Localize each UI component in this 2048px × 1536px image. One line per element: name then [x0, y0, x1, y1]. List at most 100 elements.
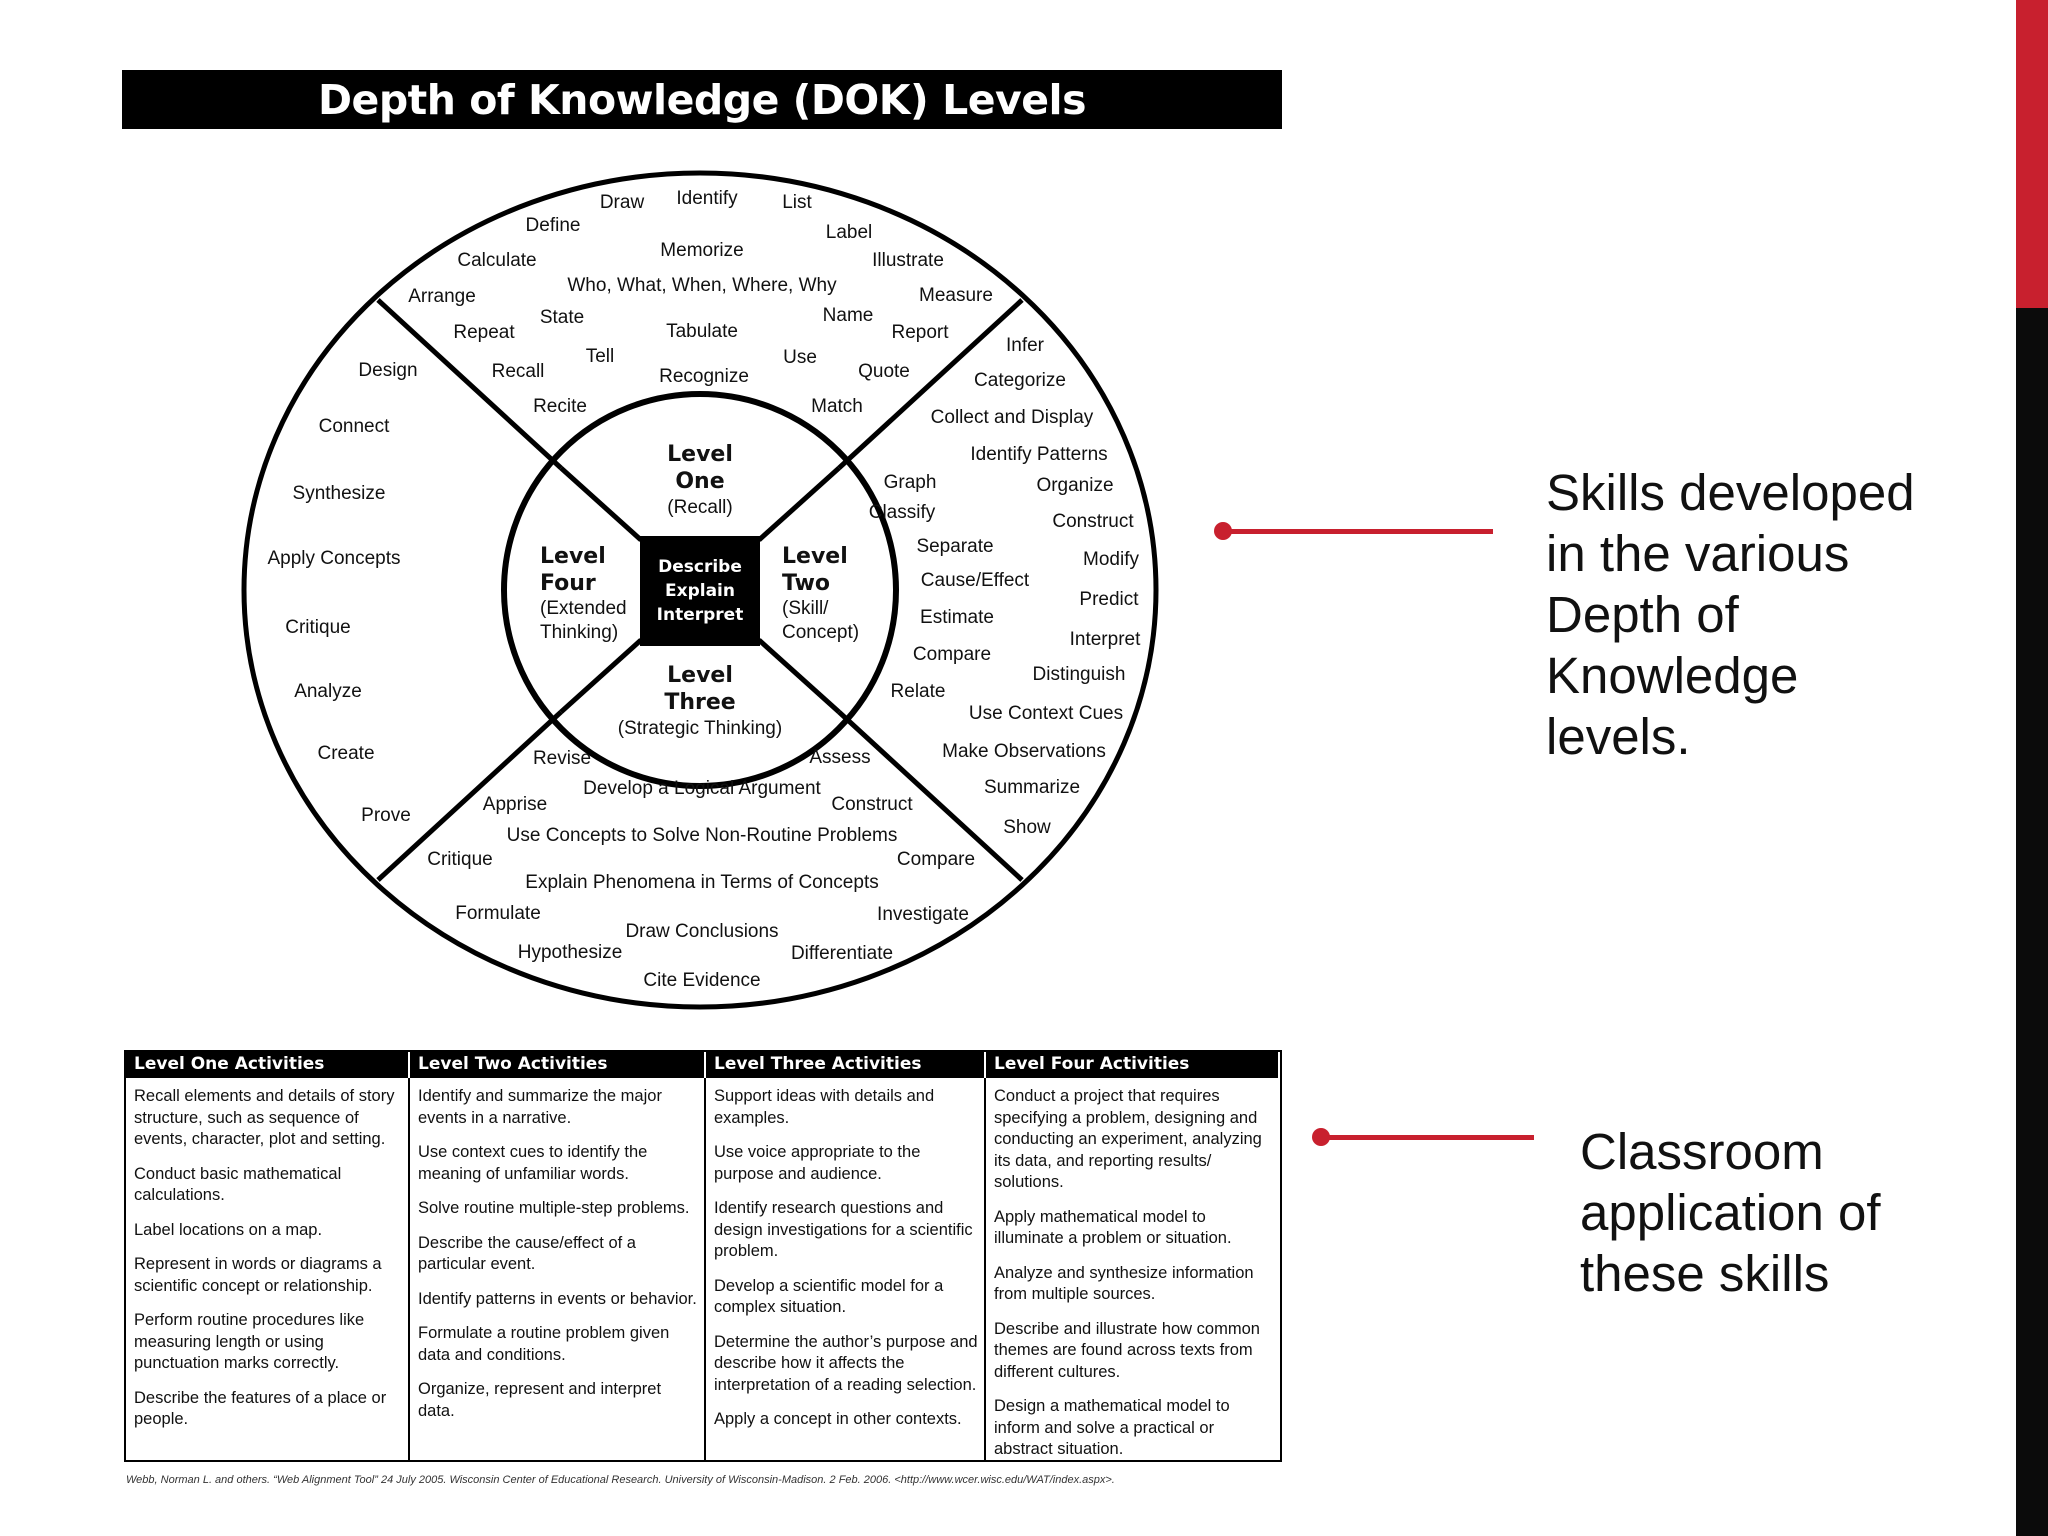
- skill-word: Connect: [319, 416, 390, 437]
- skill-word: Interpret: [1070, 629, 1141, 650]
- inner-divider-br: [757, 638, 841, 714]
- skill-word: Critique: [427, 849, 492, 870]
- skill-word: Develop a Logical Argument: [583, 778, 821, 799]
- skill-word: Distinguish: [1033, 664, 1126, 685]
- level-four-sub: (Extended: [540, 598, 627, 619]
- skill-word: Draw Conclusions: [625, 921, 778, 942]
- table-header: Level Four Activities: [986, 1052, 1280, 1078]
- skill-word: Quote: [858, 361, 910, 382]
- divider-bottom-left: [376, 710, 563, 882]
- skill-word: Arrange: [408, 286, 476, 307]
- skill-word: Recall: [492, 361, 545, 382]
- level-two-sub: (Skill/: [782, 598, 829, 619]
- skill-word: Assess: [809, 747, 870, 768]
- annotation-line: Depth of: [1546, 586, 1739, 643]
- skill-word: Memorize: [660, 240, 743, 261]
- skill-word: Compare: [913, 644, 991, 665]
- activities-table: Level One Activities Level Two Activitie…: [124, 1050, 1282, 1462]
- pointer-line: [1321, 1135, 1534, 1140]
- activity-item: Formulate a routine problem given data a…: [418, 1324, 670, 1364]
- center-word: Describe: [658, 557, 742, 577]
- level-four-heading: Level: [540, 544, 606, 569]
- activity-item: Apply mathematical model to illuminate a…: [994, 1207, 1232, 1248]
- activity-item: Organize, represent and interpret data.: [418, 1380, 662, 1420]
- skill-word: Cause/Effect: [921, 570, 1030, 591]
- activity-item: Use context cues to identify the meaning…: [418, 1143, 648, 1183]
- level-two-activities: Identify and summarize the major events …: [410, 1078, 706, 1460]
- classroom-annotation: Classroom application of these skills: [1580, 1121, 1881, 1304]
- skill-word: Repeat: [453, 322, 515, 343]
- activity-item: Identify and summarize the major events …: [418, 1087, 662, 1127]
- skill-word: Create: [317, 743, 374, 764]
- dok-wheel: Describe Explain Interpret Level One (Re…: [241, 170, 1159, 1010]
- slide-accent-bar: [2016, 0, 2048, 1536]
- skill-word: Construct: [1052, 511, 1134, 532]
- level-three-heading: Three: [664, 690, 735, 715]
- skill-word: Calculate: [457, 250, 536, 271]
- skill-word: Design: [358, 360, 417, 381]
- skill-word: Synthesize: [293, 483, 386, 504]
- skill-word: Estimate: [920, 607, 994, 628]
- skill-word: Define: [526, 215, 581, 236]
- annotation-line: Classroom: [1580, 1123, 1824, 1180]
- skill-word: Illustrate: [872, 250, 944, 271]
- skill-word: Classify: [869, 502, 936, 523]
- skill-word: Tell: [586, 346, 615, 367]
- activity-item: Identify patterns in events or behavior.: [418, 1289, 697, 1308]
- inner-divider-tr: [757, 466, 841, 542]
- skill-word: Collect and Display: [931, 407, 1094, 428]
- activity-item: Determine the author’s purpose and descr…: [714, 1332, 978, 1394]
- annotation-line: application of: [1580, 1184, 1881, 1241]
- skill-word: Predict: [1079, 589, 1139, 610]
- skill-word: Tabulate: [666, 321, 738, 342]
- activity-item: Perform routine procedures like measurin…: [134, 1311, 365, 1372]
- skill-word: Relate: [891, 681, 946, 702]
- skill-word: Compare: [897, 849, 975, 870]
- level-one-activities: Recall elements and details of story str…: [126, 1078, 410, 1460]
- activity-item: Describe the cause/effect of a particula…: [418, 1233, 636, 1274]
- skill-word: Formulate: [455, 903, 541, 924]
- skill-word: Critique: [285, 617, 350, 638]
- activity-item: Describe the features of a place or peop…: [134, 1388, 387, 1429]
- skill-word: Prove: [361, 805, 411, 826]
- skill-word: Infer: [1006, 335, 1045, 356]
- skill-word: Measure: [919, 285, 993, 306]
- level-one-sub: (Recall): [667, 497, 732, 518]
- skill-word: Apprise: [483, 794, 547, 815]
- skill-word: Separate: [916, 536, 993, 557]
- center-word: Interpret: [657, 605, 744, 625]
- skill-word: Use: [783, 347, 817, 368]
- skill-word: Modify: [1083, 549, 1139, 570]
- activity-item: Describe and illustrate how common theme…: [994, 1319, 1260, 1381]
- activity-item: Conduct a project that requires specifyi…: [994, 1087, 1262, 1191]
- skill-word: Analyze: [294, 681, 362, 702]
- skill-word: Organize: [1036, 475, 1113, 496]
- level-four-activities: Conduct a project that requires specifyi…: [986, 1078, 1280, 1460]
- skill-word: List: [782, 192, 812, 213]
- level-two-sub: Concept): [782, 622, 859, 643]
- table-header: Level Two Activities: [410, 1052, 706, 1078]
- skill-word: Hypothesize: [518, 942, 623, 963]
- divider-bottom-right: [837, 710, 1024, 882]
- divider-top-right: [837, 298, 1024, 470]
- skill-word: State: [540, 307, 584, 328]
- skill-word: Explain Phenomena in Terms of Concepts: [525, 872, 878, 893]
- citation: Webb, Norman L. and others. “Web Alignme…: [126, 1474, 1115, 1486]
- annotation-line: levels.: [1546, 708, 1691, 765]
- skill-word: Apply Concepts: [267, 548, 400, 569]
- skill-word: Match: [811, 396, 863, 417]
- annotation-line: these skills: [1580, 1245, 1830, 1302]
- skill-word: Draw: [600, 192, 645, 213]
- skill-word: Cite Evidence: [643, 970, 760, 991]
- skill-word: Categorize: [974, 370, 1066, 391]
- outer-ellipse: [241, 170, 1159, 1010]
- table-header: Level One Activities: [126, 1052, 410, 1078]
- level-three-heading: Level: [667, 663, 733, 688]
- skill-word: Summarize: [984, 777, 1080, 798]
- skill-word: Recognize: [659, 366, 749, 387]
- inner-divider-tl: [559, 466, 643, 542]
- level-four-heading: Four: [540, 571, 596, 596]
